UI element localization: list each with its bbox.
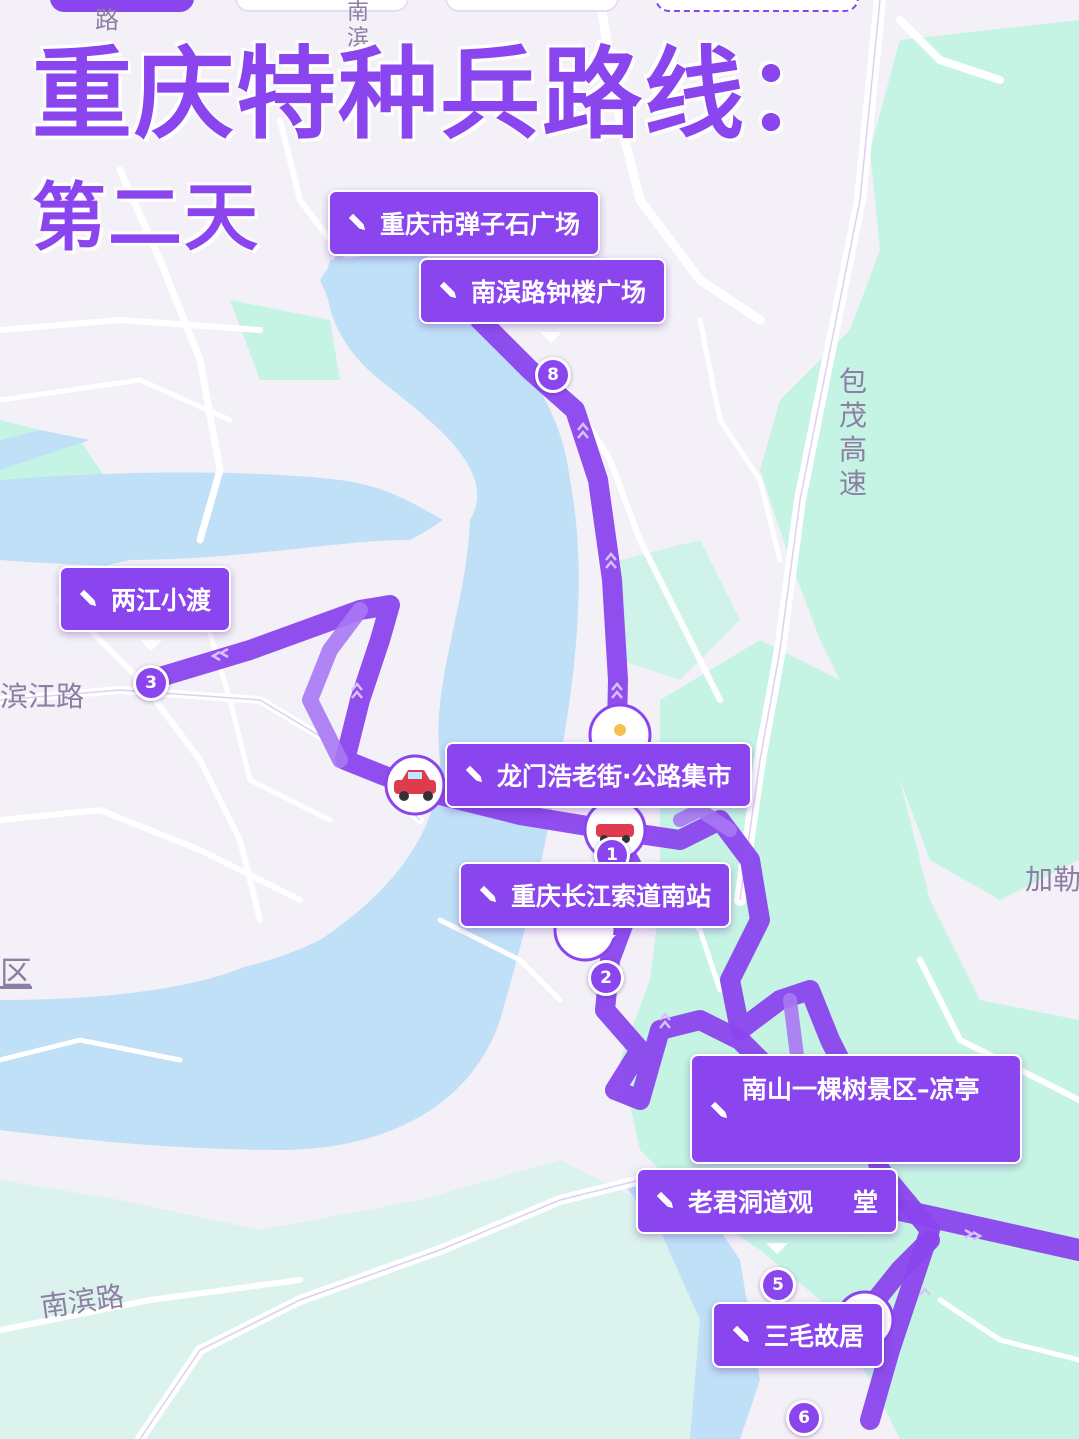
poi-label-text: 南山一棵树景区–凉亭 xyxy=(742,1075,980,1104)
district-label: 区 xyxy=(0,954,33,992)
page-subtitle: 第二天 xyxy=(32,175,260,261)
road-label-top: 南 滨 xyxy=(345,0,371,52)
poi-label-text: 两江小渡 xyxy=(111,586,212,615)
highway-label-char: 高 xyxy=(838,433,867,466)
poi-label-text: 重庆市弹子石广场 xyxy=(380,210,581,239)
top-tab[interactable] xyxy=(50,0,194,12)
poi-label-text: 三毛故居 xyxy=(764,1322,865,1351)
road-label-char: 南 xyxy=(346,0,369,25)
poi-label-zhonglou[interactable]: 南滨路钟楼广场 xyxy=(419,258,667,324)
pencil-icon xyxy=(466,766,484,784)
car-icon xyxy=(384,754,446,816)
pin-pointer xyxy=(594,935,616,946)
highway-label-char: 包 xyxy=(838,365,867,398)
pencil-icon xyxy=(657,1192,675,1210)
poi-label-nanshan[interactable]: 南山一棵树景区–凉亭 xyxy=(690,1054,1022,1164)
area-label-jiaqin: 加勒 xyxy=(1025,863,1079,896)
road-label-char: 滨 xyxy=(346,26,369,51)
stop-marker-5[interactable]: 5 xyxy=(760,1267,796,1303)
page-title: 重庆特种兵路线： xyxy=(32,36,848,153)
stop-marker-6[interactable]: 6 xyxy=(786,1400,822,1436)
top-tab[interactable] xyxy=(235,0,409,12)
pencil-icon xyxy=(80,590,98,608)
pencil-icon xyxy=(440,282,458,300)
poi-label-liangjiang-ferry[interactable]: 两江小渡 xyxy=(59,566,232,632)
poi-label-text: 龙门浩老街·公路集市 xyxy=(497,762,732,791)
poi-label-text-tail: 堂 xyxy=(853,1188,879,1217)
poi-label-sanmao[interactable]: 三毛故居 xyxy=(712,1302,885,1368)
poi-label-text: 南滨路钟楼广场 xyxy=(471,278,647,307)
top-tab[interactable] xyxy=(445,0,619,12)
poi-label-danzishi[interactable]: 重庆市弹子石广场 xyxy=(328,190,601,256)
pencil-icon xyxy=(733,1326,751,1344)
stop-marker-8[interactable]: 8 xyxy=(535,357,571,393)
highway-label-char: 茂 xyxy=(838,399,867,432)
poi-label-text: 老君洞道观 xyxy=(688,1188,814,1217)
stop-marker-2[interactable]: 2 xyxy=(588,960,624,996)
pencil-icon xyxy=(711,1102,729,1120)
highway-label-char: 速 xyxy=(838,467,867,500)
top-tab[interactable] xyxy=(655,0,859,12)
road-label-binjiang: 滨江路 xyxy=(0,680,85,713)
poi-label-text: 重庆长江索道南站 xyxy=(511,882,712,911)
pencil-icon xyxy=(349,214,367,232)
poi-label-cableway[interactable]: 重庆长江索道南站 xyxy=(459,862,732,928)
pin-pointer xyxy=(540,332,562,343)
pencil-icon xyxy=(480,886,498,904)
pin-pointer xyxy=(140,640,162,651)
poi-label-longmenhao[interactable]: 龙门浩老街·公路集市 xyxy=(445,742,752,808)
pin-pointer xyxy=(766,1243,788,1254)
poi-label-laojundong[interactable]: 老君洞道观 堂 xyxy=(636,1168,899,1234)
road-label-top-left: 路 xyxy=(95,6,119,34)
stop-marker-3[interactable]: 3 xyxy=(133,665,169,701)
route-chevrons xyxy=(210,422,983,1296)
highway-label: 包 茂 高 速 xyxy=(835,365,871,501)
green-areas xyxy=(0,20,1079,1439)
